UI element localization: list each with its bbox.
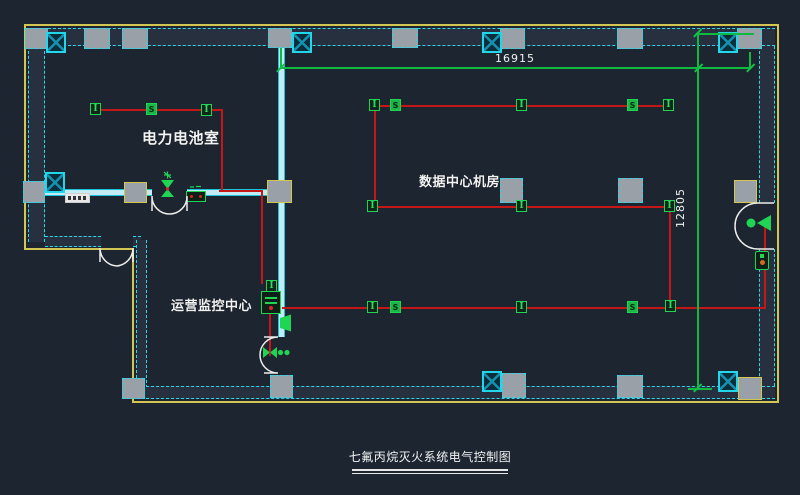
wall-outline — [24, 248, 134, 250]
control-panel-device — [261, 291, 281, 314]
manual-call-point — [755, 251, 769, 270]
wall-outline — [24, 24, 26, 250]
dimension-line — [697, 33, 699, 389]
bell-icon — [284, 349, 290, 356]
outer-wall — [136, 386, 775, 399]
detector-icon — [367, 301, 378, 313]
wall-outline — [132, 401, 779, 403]
detector-icon — [665, 300, 676, 312]
outer-wall — [45, 236, 101, 247]
door-right-wall — [734, 202, 774, 250]
door-interior-bottom — [259, 336, 279, 374]
dimension-line — [280, 48, 282, 68]
braced-column-marker-icon — [45, 172, 65, 193]
detector-icon — [367, 200, 378, 212]
outer-wall — [136, 240, 147, 388]
structural-column — [502, 373, 526, 398]
wall-outline — [132, 248, 134, 403]
alarm-wire — [261, 190, 263, 284]
detector-icon — [516, 99, 527, 111]
structural-column — [267, 180, 292, 203]
interior-wall — [45, 189, 152, 196]
title-block: 七氟丙烷灭火系统电气控制图 — [300, 448, 560, 474]
interior-wall — [187, 189, 268, 196]
structural-column — [738, 377, 762, 400]
dimension-line — [688, 388, 712, 390]
alarm-wire — [269, 313, 271, 352]
braced-column-marker-icon — [482, 32, 502, 53]
room-label-power-battery: 电力电池室 — [142, 129, 220, 147]
horn-icon — [280, 314, 291, 332]
detector-icon — [201, 104, 212, 116]
structural-column — [23, 181, 45, 203]
alarm-symbols — [161, 171, 771, 358]
detector-icon — [90, 103, 101, 115]
drawing-title: 七氟丙烷灭火系统电气控制图 — [348, 450, 512, 464]
structural-column — [84, 28, 110, 49]
wall-outline — [24, 24, 779, 26]
door-interior-left — [151, 195, 188, 215]
structural-column — [392, 28, 418, 48]
detector-icon — [369, 99, 380, 111]
room-label-data-center: 数据中心机房 — [419, 175, 501, 190]
structural-column — [618, 178, 643, 203]
smoke-detector-icon — [146, 103, 157, 115]
structural-column — [734, 180, 757, 203]
flash-icon — [163, 171, 172, 179]
dimension-line — [749, 52, 751, 68]
smoke-detector-icon — [627, 301, 638, 313]
dimension-line — [698, 33, 754, 35]
wall-label-tag — [65, 193, 90, 203]
dimension-value-top: 16915 — [495, 52, 535, 65]
detector-icon — [516, 200, 527, 212]
alarm-wire — [669, 207, 671, 308]
horn-icon — [757, 215, 771, 231]
alarm-wire — [96, 109, 223, 111]
structural-column — [617, 375, 643, 398]
detector-icon — [516, 301, 527, 313]
smoke-detector-icon — [390, 99, 401, 111]
braced-column-marker-icon — [482, 371, 502, 392]
indicator-ticks — [190, 185, 201, 188]
structural-column — [500, 178, 523, 203]
detector-icon — [663, 99, 674, 111]
door-arcs — [99, 195, 774, 374]
wire-node — [165, 187, 170, 191]
room-label-monitoring-center: 运营监控中心 — [171, 299, 253, 314]
braced-column-marker-icon — [292, 32, 312, 53]
bell-icon — [277, 349, 284, 356]
sounder-icon — [746, 218, 756, 228]
structural-column — [268, 28, 292, 48]
structural-column — [124, 182, 147, 203]
outer-wall — [759, 46, 775, 203]
wall-outline — [777, 24, 779, 403]
title-underline — [352, 473, 508, 474]
braced-column-marker-icon — [718, 371, 738, 392]
structural-column — [122, 378, 145, 399]
alarm-wire — [374, 105, 376, 207]
title-underline — [352, 469, 508, 471]
braced-column-marker-icon — [46, 32, 66, 53]
alarm-wire — [221, 109, 223, 191]
dimension-value-right: 12805 — [674, 188, 687, 228]
structural-column — [122, 28, 148, 49]
outer-wall — [759, 249, 775, 386]
alarm-wire — [219, 190, 263, 192]
smoke-detector-icon — [390, 301, 401, 313]
braced-column-marker-icon — [718, 32, 738, 53]
smoke-detector-icon — [627, 99, 638, 111]
structural-column — [270, 375, 293, 398]
dimension-line — [280, 67, 750, 69]
door-bottom-left — [99, 247, 134, 267]
structural-column — [617, 28, 643, 49]
detector-icon — [664, 200, 675, 212]
